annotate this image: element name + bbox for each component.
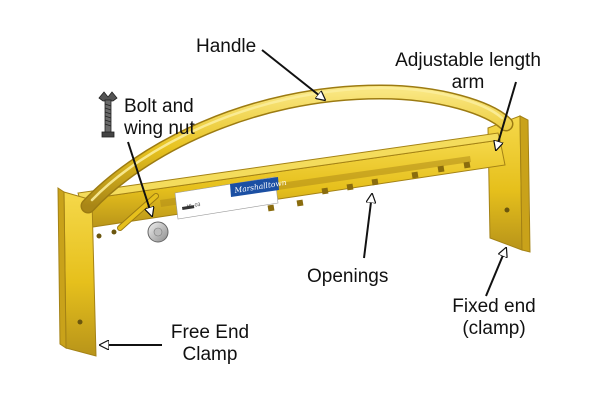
free-end-label-line2: Clamp [182, 344, 238, 365]
product-label: Marshalltown HL-03 [174, 176, 287, 220]
body-bar [77, 132, 506, 229]
bolt-wing-nut-label: Bolt and wing nut [124, 96, 195, 140]
openings-arrow [363, 194, 372, 259]
adjustable-arm-arrow [496, 81, 517, 150]
fixed-end-label-line1: Fixed end [452, 296, 536, 317]
fixed-end-label: Fixed end (clamp) [444, 296, 544, 340]
adjustable-arm-label-line2: arm [451, 72, 485, 93]
bolt-wing-nut-label-line2: wing nut [124, 118, 195, 139]
bolt-wing-nut-icon [98, 91, 118, 138]
pivot-bolt [147, 221, 169, 243]
free-end-clamp [57, 187, 117, 357]
fixed-end-label-line2: (clamp) [462, 318, 526, 339]
fixed-end-arrow [485, 248, 506, 297]
handle-bar [80, 84, 514, 231]
handle-arrow [261, 49, 325, 100]
free-end-label: Free End Clamp [160, 322, 260, 366]
handle-label: Handle [196, 36, 257, 57]
openings-label: Openings [307, 266, 389, 287]
bolt-wing-nut-label-line1: Bolt and [124, 96, 194, 117]
openings-holes [267, 161, 471, 212]
free-end-label-line1: Free End [170, 322, 250, 343]
adjustable-arm-label: Adjustable length arm [388, 50, 548, 94]
adjustable-arm-label-line1: Adjustable length [395, 50, 541, 71]
bolt-arrow [127, 141, 152, 216]
callout-arrows [100, 49, 517, 345]
